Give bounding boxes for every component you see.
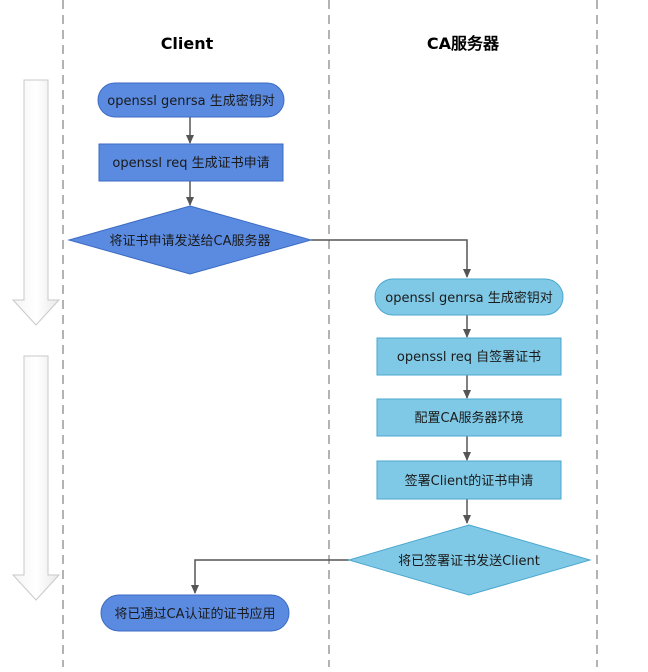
connector-n3-n4 xyxy=(311,239,471,278)
node-send-request: 将证书申请发送给CA服务器 xyxy=(67,205,313,275)
node-ca-sign-request: 签署Client的证书申请 xyxy=(376,460,562,500)
node-client-req-label: openssl req 生成证书申请 xyxy=(112,156,269,171)
timeline-arrow-lower-icon xyxy=(11,355,61,601)
lane-title-ca: CA服务器 xyxy=(427,34,500,53)
node-ca-self-sign-label: openssl req 自签署证书 xyxy=(397,349,541,365)
node-send-request-label: 将证书申请发送给CA服务器 xyxy=(110,233,271,249)
node-send-signed-cert: 将已签署证书发送Client xyxy=(347,524,592,596)
node-ca-config-label: 配置CA服务器环境 xyxy=(415,410,524,426)
node-ca-config: 配置CA服务器环境 xyxy=(376,398,562,437)
connector-n8-n9 xyxy=(191,559,349,594)
node-send-signed-cert-label: 将已签署证书发送Client xyxy=(398,553,540,569)
lane-title-client: Client xyxy=(161,34,214,53)
node-client-genrsa-label: openssl genrsa 生成密钥对 xyxy=(107,93,274,109)
node-ca-sign-request-label: 签署Client的证书申请 xyxy=(405,473,534,489)
node-ca-genrsa: openssl genrsa 生成密钥对 xyxy=(374,278,564,316)
node-client-genrsa: openssl genrsa 生成密钥对 xyxy=(97,82,285,118)
node-apply-cert-label: 将已通过CA认证的证书应用 xyxy=(115,606,276,622)
node-ca-self-sign: openssl req 自签署证书 xyxy=(376,337,562,376)
node-ca-genrsa-label: openssl genrsa 生成密钥对 xyxy=(385,290,552,306)
timeline-arrow-upper-icon xyxy=(11,79,61,326)
node-apply-cert: 将已通过CA认证的证书应用 xyxy=(100,594,290,632)
node-client-req: openssl req 生成证书申请 xyxy=(98,143,284,182)
